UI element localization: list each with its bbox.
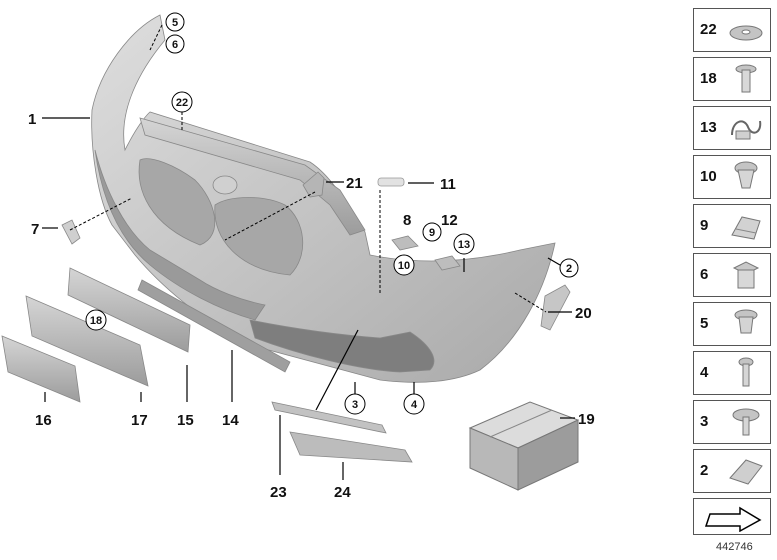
fastener-cell-9: 9 <box>693 204 771 248</box>
part-17-plate <box>25 295 149 387</box>
callout-label: 4 <box>411 399 418 411</box>
callout-label: 5 <box>172 17 178 29</box>
callout-label: 9 <box>429 227 435 239</box>
callout-label: 6 <box>172 39 178 51</box>
fastener-cell-10: 10 <box>693 155 771 199</box>
part-16-plate <box>1 335 81 403</box>
spring-clip-icon <box>731 120 762 140</box>
diagram-code: 442746 <box>716 541 753 553</box>
fastener-label: 2 <box>700 462 709 479</box>
callout-11: 11 <box>440 176 456 193</box>
part-23-panel <box>271 401 387 434</box>
callout-2: 2 <box>559 258 579 278</box>
nut-clip-icon <box>731 216 761 240</box>
fastener-cell-4: 4 <box>693 351 771 395</box>
callout-label: 18 <box>90 315 102 327</box>
fastener-cell-13: 13 <box>693 106 771 150</box>
callout-10: 10 <box>393 254 415 276</box>
callout-24: 24 <box>334 484 351 501</box>
bolt-icon <box>738 357 754 387</box>
fastener-label: 6 <box>700 266 709 283</box>
arrow-icon <box>704 506 762 532</box>
callout-7: 7 <box>31 221 39 238</box>
expanding-nut-icon <box>732 261 760 289</box>
callout-13: 13 <box>453 233 475 255</box>
callout-4: 4 <box>403 393 425 415</box>
part-18-plate-base <box>67 267 191 353</box>
callout-label: 22 <box>176 97 188 109</box>
fastener-label: 18 <box>700 70 717 87</box>
clip-icon <box>734 309 758 334</box>
callout-label: 10 <box>398 260 410 272</box>
callout-18: 18 <box>85 309 107 331</box>
callout-21: 21 <box>346 175 363 192</box>
rivet-icon <box>735 64 757 93</box>
callout-20: 20 <box>575 305 592 322</box>
fastener-panel: 22 18 13 10 9 6 5 4 3 2 <box>693 8 773 535</box>
fastener-cell-2: 2 <box>693 449 771 493</box>
part-12-clip <box>434 255 461 271</box>
callout-14: 14 <box>222 412 239 429</box>
part-7-side-marker <box>61 219 81 245</box>
part-24-panel <box>289 431 413 463</box>
leader-lines <box>42 24 575 480</box>
callout-22: 22 <box>171 91 193 113</box>
fastener-cell-5: 5 <box>693 302 771 346</box>
fastener-label: 22 <box>700 21 717 38</box>
callout-9: 9 <box>422 222 442 242</box>
fastener-cell-6: 6 <box>693 253 771 297</box>
callout-label: 3 <box>352 399 358 411</box>
fastener-cell-22: 22 <box>693 8 771 52</box>
callout-6: 6 <box>165 34 185 54</box>
part-19-box <box>468 401 580 491</box>
fastener-cell-3: 3 <box>693 400 771 444</box>
callout-label: 13 <box>458 239 470 251</box>
plate-nut-icon <box>729 459 763 485</box>
fastener-label: 5 <box>700 315 709 332</box>
callout-17: 17 <box>131 412 148 429</box>
callout-3: 3 <box>344 393 366 415</box>
part-14-strip <box>137 279 291 373</box>
fastener-label: 13 <box>700 119 717 136</box>
fastener-label: 4 <box>700 364 709 381</box>
callout-5: 5 <box>165 12 185 32</box>
washer-screw-icon <box>732 408 760 436</box>
arrow-cell <box>693 498 771 535</box>
callout-12: 12 <box>441 212 458 229</box>
fastener-label: 3 <box>700 413 709 430</box>
callout-16: 16 <box>35 412 52 429</box>
callout-8: 8 <box>403 212 411 229</box>
fastener-label: 10 <box>700 168 717 185</box>
screw-icon <box>734 161 758 189</box>
callout-1: 1 <box>28 111 36 128</box>
callout-label: 2 <box>566 263 572 275</box>
part-20-reflector <box>540 284 571 331</box>
part-8-clip <box>391 235 419 251</box>
fastener-cell-18: 18 <box>693 57 771 101</box>
callout-15: 15 <box>177 412 194 429</box>
washer-icon <box>729 25 763 41</box>
callout-23: 23 <box>270 484 287 501</box>
fastener-label: 9 <box>700 217 709 234</box>
bumper-cover <box>91 14 556 383</box>
callout-19: 19 <box>578 411 595 428</box>
